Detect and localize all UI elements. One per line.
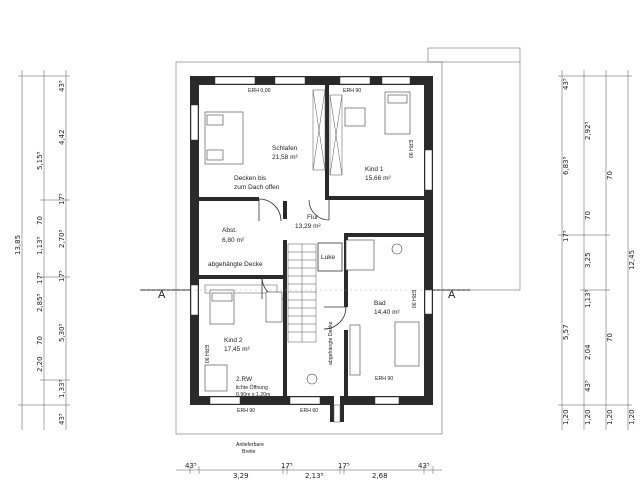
dim-right-mid-5: 6,83⁵ [562,156,570,175]
dim-right-outer-4: 1,20 [628,409,636,425]
roof-extension [427,47,521,63]
wardrobes [204,89,343,294]
dim-bottom-3: 17⁵ [281,462,293,470]
room-schlafen-note-1: Decken bis [234,175,267,182]
dim-left-mid-1: 2,20 [36,356,44,372]
dim-right-mid-1: 1,20 [562,409,570,425]
dim-right-inner-7: 43⁵ [562,78,570,90]
dim-bottom-2: 3,29 [233,472,249,480]
windows [190,76,433,405]
section-marker-right: A [448,289,456,301]
erh-bad-bottom: ERH 90 [375,376,393,382]
dim-left-inner-3: 5,30⁵ [58,323,66,342]
room-rw-note-2: 0,90m x 1,20m [236,392,270,398]
door-swings [258,198,347,330]
erh-kind2-side: ERH 90 [203,345,209,363]
flur-note-vertical: abgehängte Decke [328,321,334,365]
room-kind1-area: 15,66 m² [365,175,391,182]
erh-kind1-top: ERH 90 [343,88,361,94]
erh-kind1-side: ERH 90 [407,140,413,158]
dim-left-mid-5: 1,13⁵ [36,236,44,255]
dim-bottom-6: 2,68 [372,472,388,480]
footer-line-1: Anlieferbare [236,442,264,448]
room-abst-name: Abst. [222,227,237,234]
room-abst-area: 6,80 m² [222,237,245,244]
room-luke-name: Luke [321,254,335,261]
dim-right-outer-2: 70 [606,333,614,342]
room-bad-area: 14,40 m² [374,309,400,316]
room-flur-name: Flur [307,214,319,221]
dim-left-mid-7: 5,15⁵ [36,151,44,170]
erh-schlafen-top: ERH 0,00 [248,88,271,94]
room-bad-name: Bad [374,300,386,307]
dim-left-mid-2: 70 [36,336,44,345]
luke-hatch [317,242,343,272]
erh-kind2-bottom: ERH 90 [237,408,255,414]
dim-right-mid-2: 1,20 [584,409,592,425]
footer-line-2: Breite [242,449,256,455]
dim-right-inner-1: 43⁵ [584,380,592,392]
erh-flur-bottom: ERH 60 [300,408,318,414]
dim-left-total: 13,85 [14,235,22,255]
dimension-chain-right [558,70,632,430]
room-kind2-area: 17,45 m² [224,346,250,353]
dim-left-mid-4: 17⁵ [36,272,44,284]
room-kind1-name: Kind 1 [365,166,384,173]
room-schlafen-area: 21,58 m² [272,154,298,161]
dimension-chain-bottom [176,466,442,474]
dim-bottom-4: 2,13⁵ [305,472,324,480]
dim-right-inner-2: 2,04 [584,344,592,360]
dim-left-inner-8: 43⁵ [58,80,66,92]
dim-left-inner-1: 43⁵ [58,413,66,425]
dim-left-inner-6: 17⁵ [58,193,66,205]
dim-right-inner-4: 3,25 [584,252,592,268]
dim-bottom-1: 43⁵ [185,462,197,470]
dim-left-inner-5: 2,70⁵ [58,229,66,248]
dim-right-total: 12,45 [628,250,636,270]
interior-walls [199,85,424,396]
dim-left-inner-2: 1,33⁵ [58,379,66,398]
dim-right-outer-1: 1,20 [606,409,614,425]
dim-right-outer-3: 70 [606,171,614,180]
room-abst-note: abgehängte Decke [208,261,263,268]
dim-bottom-7: 43⁵ [418,462,430,470]
dim-right-mid-4: 17⁵ [562,230,570,242]
room-schlafen-note-2: zum Dach offen [234,184,280,191]
room-schlafen-name: Schlafen [272,145,298,152]
dim-left-mid-3: 2,85⁵ [36,293,44,312]
dim-right-inner-5: 70 [584,211,592,220]
roof-outline [175,61,443,435]
erh-bad-side: ERH 90 [410,290,416,308]
room-rw-note-1: lichte Öffnung [236,384,268,391]
dim-left-mid-6: 70 [36,216,44,225]
dim-right-inner-6: 2,92⁵ [584,121,592,140]
dimension-chain-left [18,70,70,430]
dim-bottom-5: 17⁵ [338,462,350,470]
dim-right-mid-3: 5,57 [562,324,570,340]
room-rw-name: 2.RW [236,376,253,383]
entrance-recess [333,404,341,423]
staircase [287,243,317,343]
dim-left-inner-7: 4,42 [58,129,66,145]
room-kind2-name: Kind 2 [224,337,243,344]
room-flur-area: 13,29 m² [295,223,321,230]
section-marker-left: A [158,289,166,301]
dim-left-inner-4: 17⁵ [58,270,66,282]
furniture [204,91,420,392]
dim-right-inner-3: 1,13⁵ [584,289,592,308]
